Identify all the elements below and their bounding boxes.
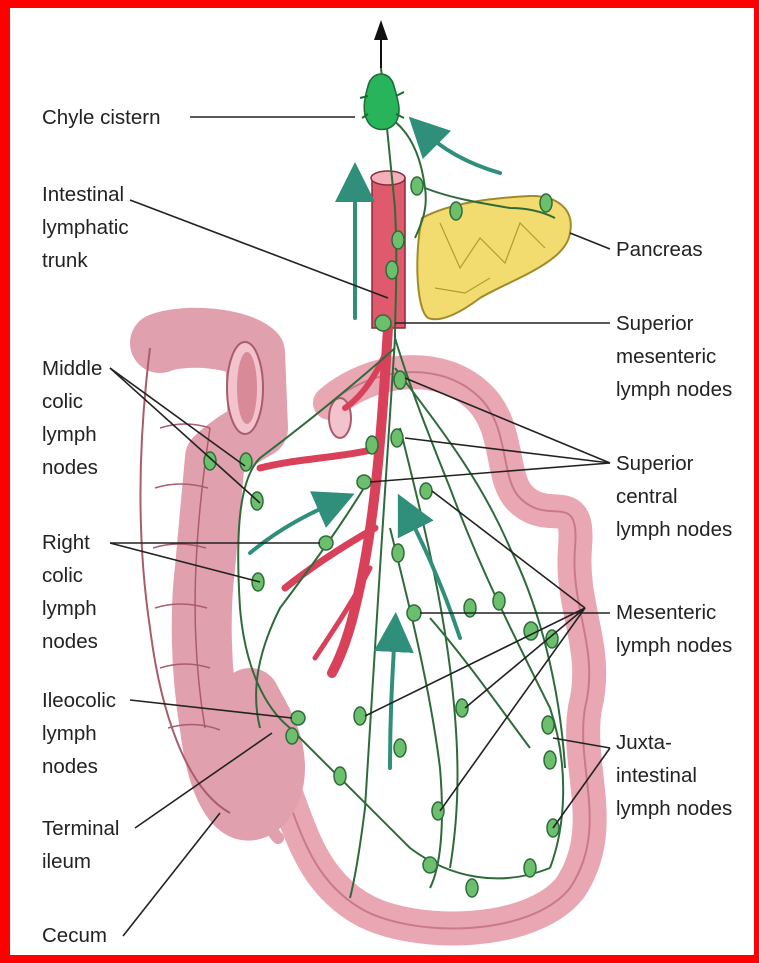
lymph-node — [357, 475, 371, 489]
diagram-canvas: Chyle cistern Intestinal lymphatic trunk… — [10, 8, 754, 955]
label-cecum: Cecum — [42, 924, 107, 947]
lymph-node — [392, 544, 404, 562]
lymph-node — [386, 261, 398, 279]
svg-text:lymph nodes: lymph nodes — [616, 518, 732, 541]
label-right-colic-lymph-nodes: Right colic lymph nodes — [42, 531, 98, 653]
small-intestine — [245, 372, 590, 928]
svg-text:lymph nodes: lymph nodes — [616, 378, 732, 401]
svg-text:nodes: nodes — [42, 630, 98, 653]
svg-text:Terminal: Terminal — [42, 817, 119, 840]
svg-text:lymphatic: lymphatic — [42, 216, 129, 239]
lymph-node — [542, 716, 554, 734]
lymph-node — [423, 857, 437, 873]
svg-text:Intestinal: Intestinal — [42, 183, 124, 206]
svg-text:nodes: nodes — [42, 755, 98, 778]
lymph-node — [286, 728, 298, 744]
label-pancreas: Pancreas — [616, 238, 703, 261]
label-middle-colic-lymph-nodes: Middle colic lymph nodes — [42, 357, 102, 479]
lymph-node — [240, 453, 252, 471]
lymph-node — [540, 194, 552, 212]
svg-text:trunk: trunk — [42, 249, 88, 272]
label-ileocolic-lymph-nodes: Ileocolic lymph nodes — [42, 689, 116, 778]
thoracic-duct-arrow — [374, 20, 388, 68]
svg-text:ileum: ileum — [42, 850, 91, 873]
lymph-node — [466, 879, 478, 897]
lymph-node — [407, 605, 421, 621]
svg-text:lymph: lymph — [42, 423, 97, 446]
svg-text:Juxta-: Juxta- — [616, 731, 672, 754]
lymphatic-drainage-illustration: Chyle cistern Intestinal lymphatic trunk… — [10, 8, 754, 955]
lymph-node — [291, 711, 305, 725]
svg-text:Pancreas: Pancreas — [616, 238, 703, 261]
lymph-node — [375, 315, 391, 331]
label-mesenteric-lymph-nodes: Mesenteric lymph nodes — [616, 601, 732, 657]
svg-text:central: central — [616, 485, 678, 508]
svg-text:nodes: nodes — [42, 456, 98, 479]
svg-text:colic: colic — [42, 390, 83, 413]
svg-text:Superior: Superior — [616, 452, 694, 475]
svg-text:Mesenteric: Mesenteric — [616, 601, 716, 624]
svg-text:mesenteric: mesenteric — [616, 345, 716, 368]
svg-text:Middle: Middle — [42, 357, 102, 380]
svg-text:Cecum: Cecum — [42, 924, 107, 947]
lymph-node — [544, 751, 556, 769]
lymph-node — [391, 429, 403, 447]
lymph-node — [493, 592, 505, 610]
lymph-node — [464, 599, 476, 617]
lymph-node — [319, 536, 333, 550]
label-terminal-ileum: Terminal ileum — [42, 817, 119, 873]
svg-text:Ileocolic: Ileocolic — [42, 689, 116, 712]
svg-text:intestinal: intestinal — [616, 764, 697, 787]
lymph-node — [411, 177, 423, 195]
svg-text:Right: Right — [42, 531, 90, 554]
label-juxta-intestinal-lymph-nodes: Juxta- intestinal lymph nodes — [616, 731, 732, 820]
lymph-node — [432, 802, 444, 820]
lymph-node — [366, 436, 378, 454]
lymph-node — [392, 231, 404, 249]
lymph-node — [394, 371, 406, 389]
lymph-node — [420, 483, 432, 499]
svg-text:Superior: Superior — [616, 312, 694, 335]
svg-text:lymph: lymph — [42, 722, 97, 745]
label-chyle-cistern: Chyle cistern — [42, 106, 161, 129]
lymph-node — [394, 739, 406, 757]
lymph-node — [450, 202, 462, 220]
svg-text:lymph nodes: lymph nodes — [616, 797, 732, 820]
label-intestinal-lymphatic-trunk: Intestinal lymphatic trunk — [42, 183, 129, 272]
svg-text:colic: colic — [42, 564, 83, 587]
svg-text:lymph nodes: lymph nodes — [616, 634, 732, 657]
label-superior-mesenteric-lymph-nodes: Superior mesenteric lymph nodes — [616, 312, 732, 401]
lymph-node — [354, 707, 366, 725]
chyle-cistern — [360, 74, 404, 130]
label-superior-central-lymph-nodes: Superior central lymph nodes — [616, 452, 732, 541]
lymph-node — [334, 767, 346, 785]
svg-text:Chyle cistern: Chyle cistern — [42, 106, 161, 129]
lymph-node — [524, 859, 536, 877]
svg-text:lymph: lymph — [42, 597, 97, 620]
